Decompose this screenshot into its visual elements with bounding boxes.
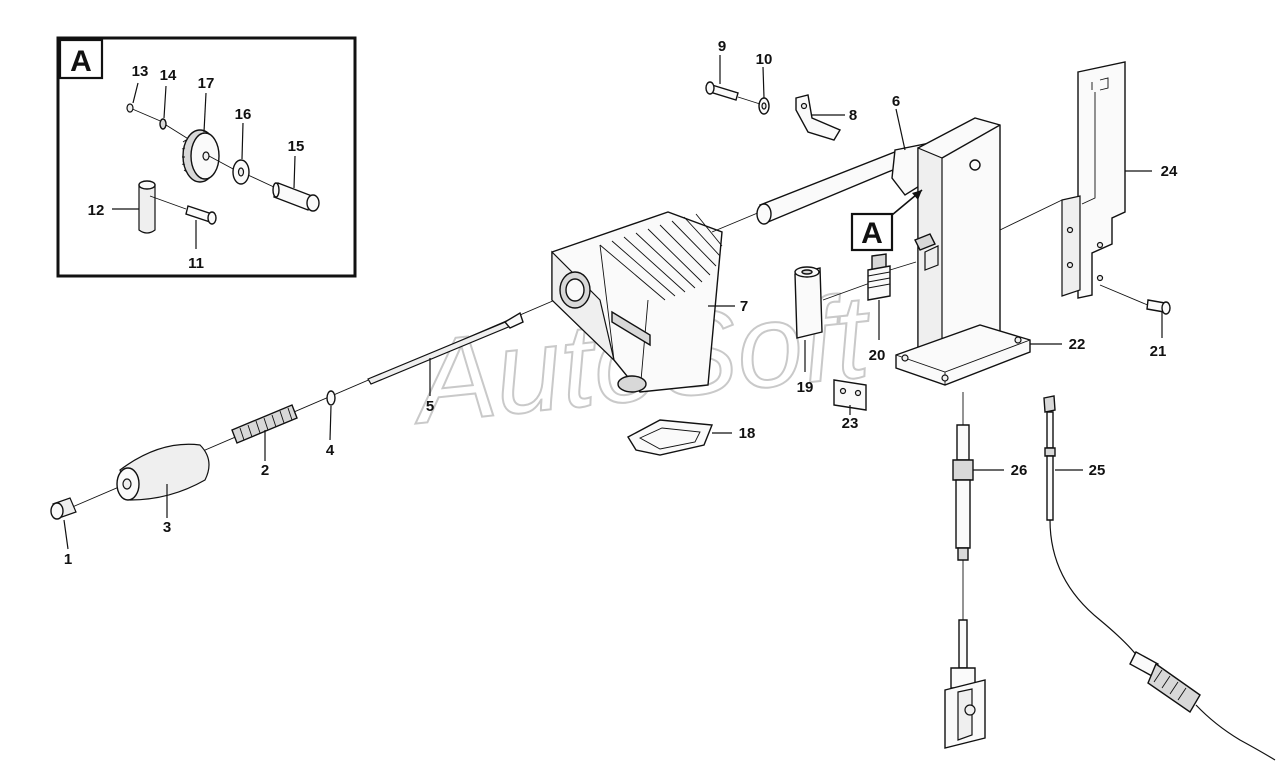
- part-24-plate: [1061, 61, 1126, 299]
- label-10: 10: [756, 51, 773, 68]
- label-15: 15: [288, 138, 305, 155]
- part-10-washer: [758, 97, 770, 115]
- part-21-screw: [1099, 284, 1171, 315]
- label-9: 9: [718, 38, 726, 55]
- part-14-washer: [159, 118, 167, 130]
- part-2-spring: [231, 404, 298, 444]
- part-12-sleeve: [138, 180, 187, 234]
- label-23: 23: [842, 415, 859, 432]
- label-17: 17: [198, 75, 215, 92]
- label-1: 1: [64, 551, 72, 568]
- label-20: 20: [869, 347, 886, 364]
- part-7-bellows-housing: [551, 211, 723, 393]
- label-2: 2: [261, 462, 269, 479]
- label-24: 24: [1161, 163, 1178, 180]
- detail-a-callout: A: [850, 189, 923, 252]
- detail-callout-label: A: [861, 217, 883, 250]
- part-16-washer: [232, 159, 250, 185]
- label-7: 7: [740, 298, 748, 315]
- label-6: 6: [892, 93, 900, 110]
- label-16: 16: [235, 106, 252, 123]
- part-20-switch: [867, 253, 917, 301]
- label-13: 13: [132, 63, 149, 80]
- label-3: 3: [163, 519, 171, 536]
- label-25: 25: [1089, 462, 1106, 479]
- part-9-bolt: [705, 81, 761, 105]
- label-5: 5: [426, 398, 434, 415]
- part-1-end-cap: [50, 497, 77, 520]
- label-12: 12: [88, 202, 105, 219]
- label-26: 26: [1011, 462, 1028, 479]
- label-21: 21: [1150, 343, 1167, 360]
- part-19-spacer: [794, 266, 823, 339]
- label-4: 4: [326, 442, 335, 459]
- part-3-grip-handle: [116, 443, 210, 501]
- label-19: 19: [797, 379, 814, 396]
- part-23-plate: [833, 379, 867, 411]
- label-14: 14: [160, 67, 177, 84]
- part-4-washer: [326, 390, 336, 406]
- part-22-column-bracket: [895, 117, 1031, 386]
- detail-view-a: A: [56, 36, 357, 278]
- part-25-sensor-cable: [1043, 395, 1276, 761]
- label-22: 22: [1069, 336, 1086, 353]
- part-18-gasket: [627, 419, 713, 456]
- part-26-control-cable: [944, 392, 986, 749]
- part-11-bolt: [185, 205, 217, 225]
- part-5-rod: [367, 311, 524, 385]
- detail-view-label: A: [70, 45, 92, 78]
- part-17-knurled-wheel: [181, 129, 220, 183]
- part-15-pin: [272, 182, 320, 212]
- part-13-screw: [126, 103, 166, 124]
- label-18: 18: [739, 425, 756, 442]
- part-8-bracket: [795, 94, 842, 141]
- label-8: 8: [849, 107, 857, 124]
- label-11: 11: [188, 255, 204, 272]
